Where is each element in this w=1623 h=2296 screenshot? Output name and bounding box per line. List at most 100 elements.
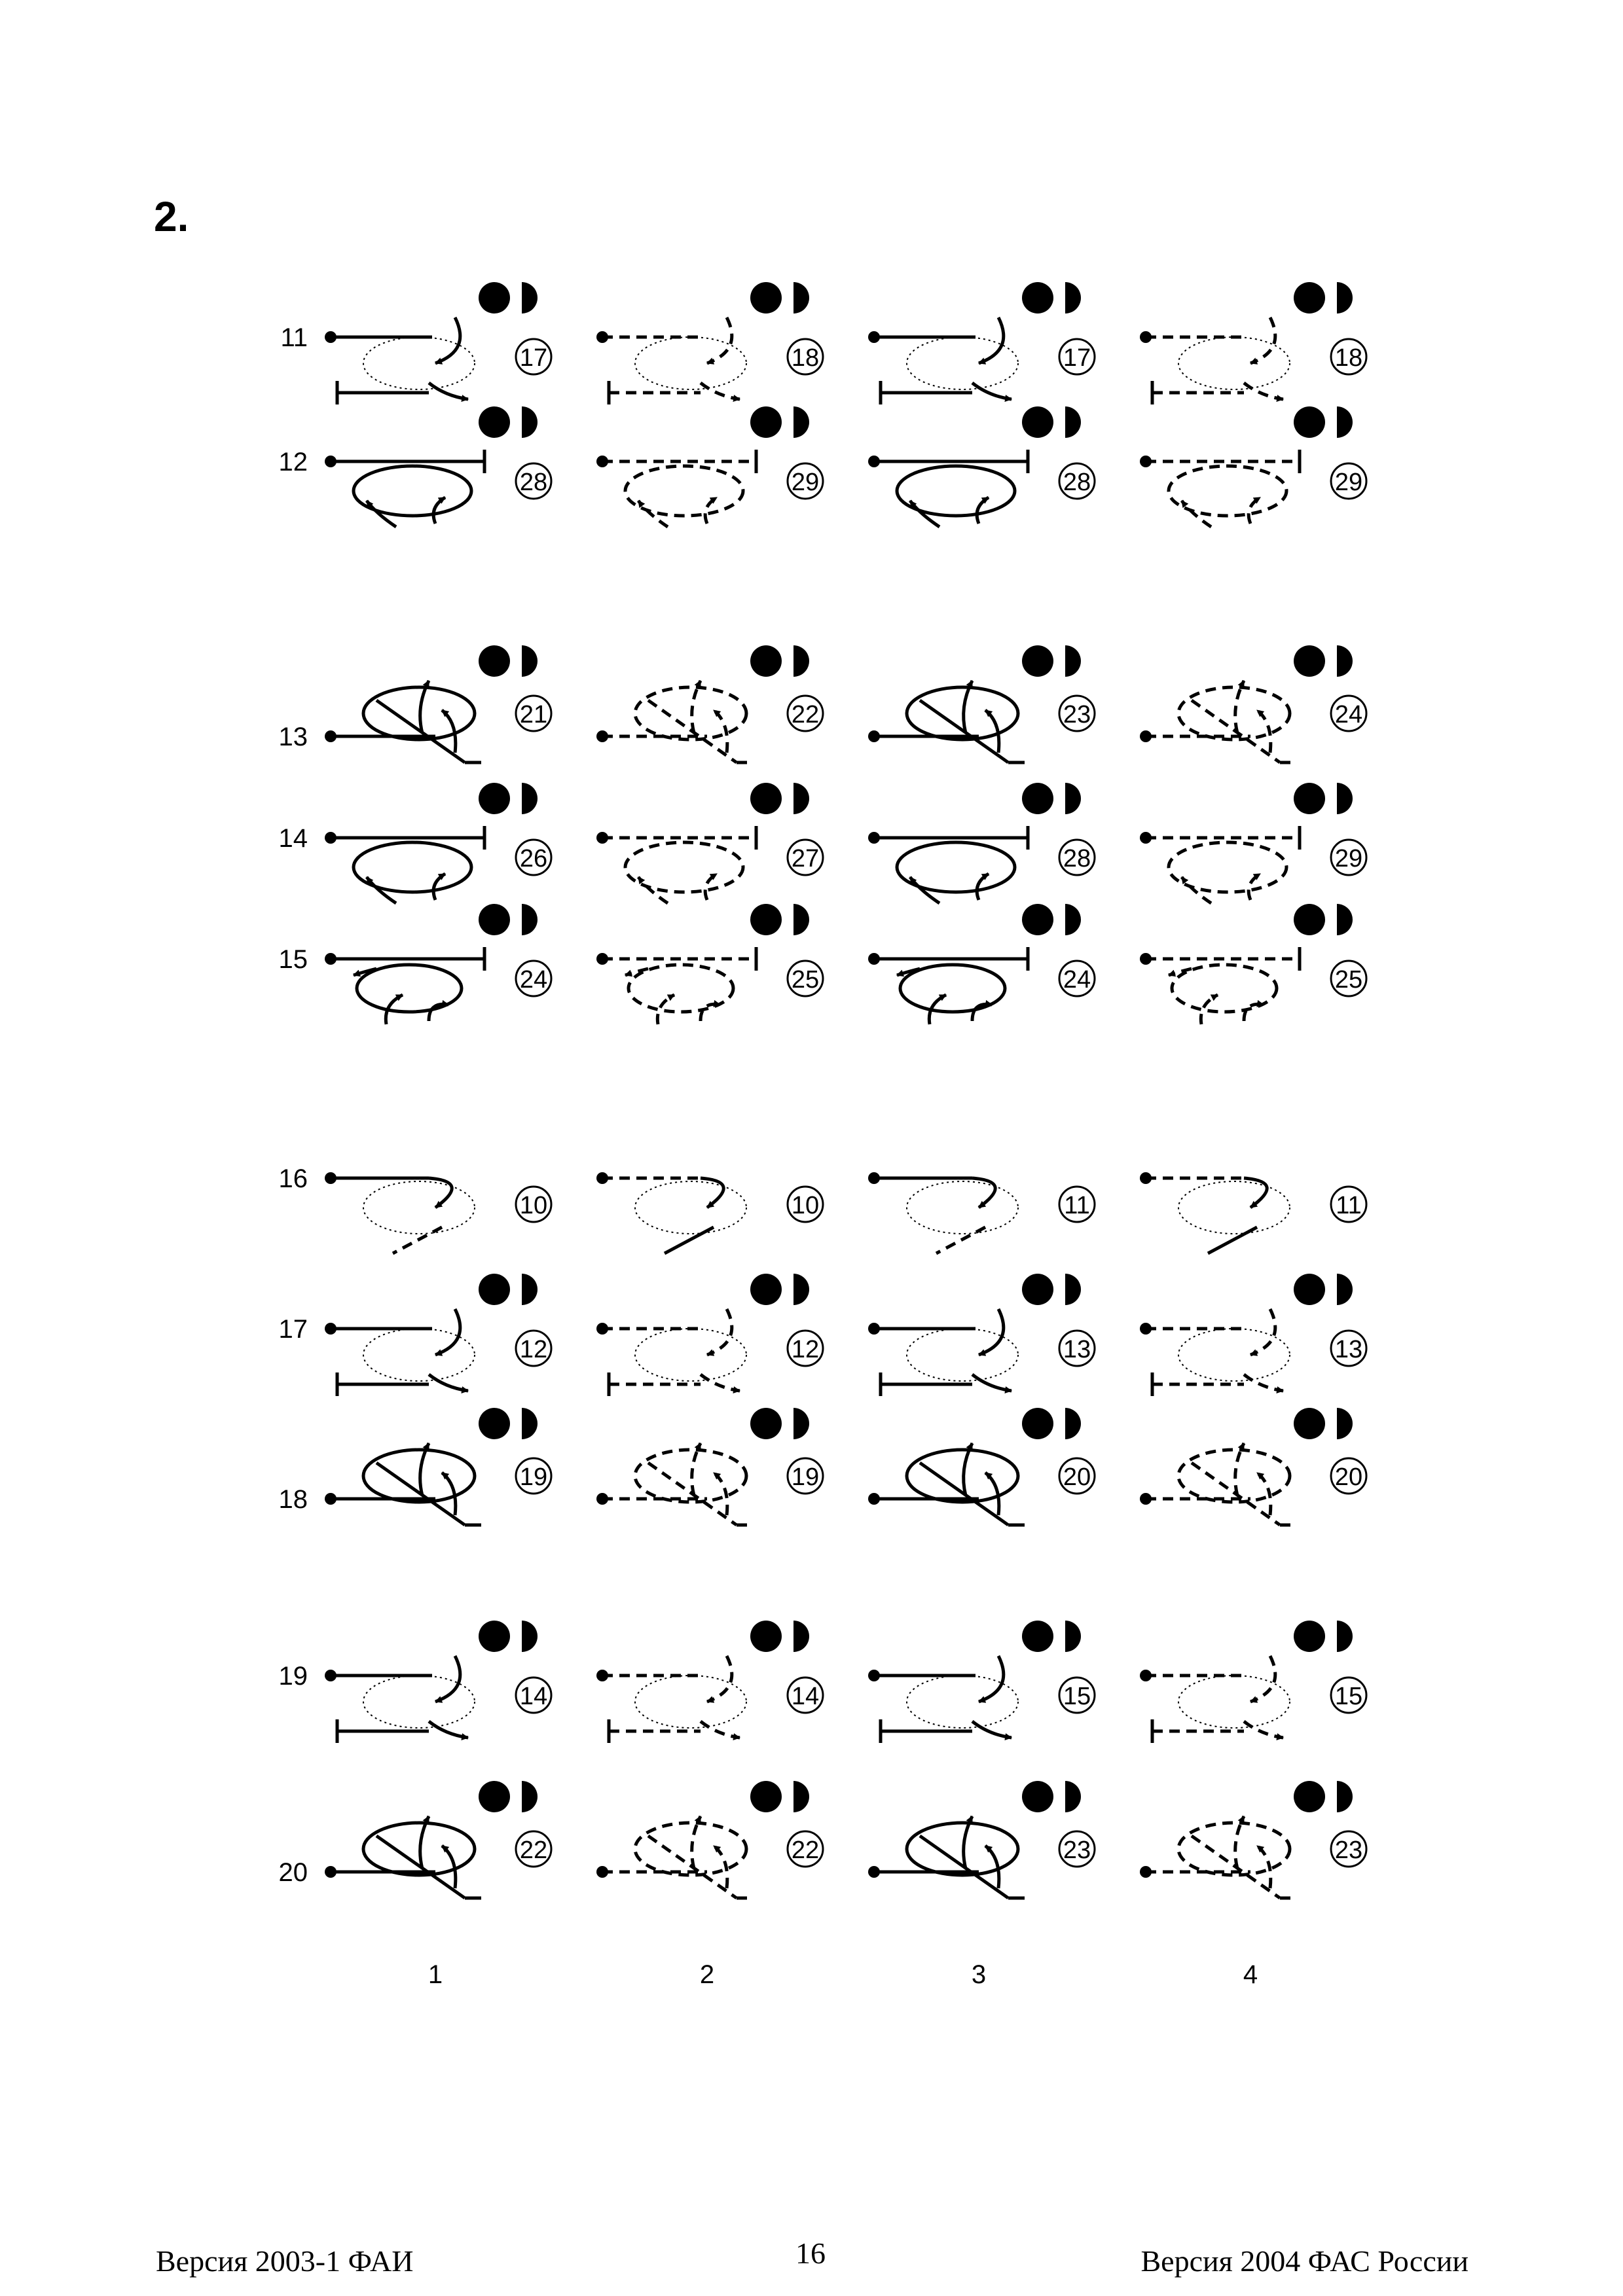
maneuver-cell: 10 xyxy=(325,1172,553,1255)
maneuver-cell: 26 xyxy=(325,783,553,905)
difficulty-value: 22 xyxy=(786,1830,824,1868)
position-symbol xyxy=(479,406,538,438)
svg-text:13: 13 xyxy=(1335,1336,1362,1363)
maneuver-diagram xyxy=(868,1308,1019,1396)
difficulty-value: 15 xyxy=(1330,1676,1368,1714)
row-label: 18 xyxy=(279,1485,308,1514)
svg-text:11: 11 xyxy=(1336,1192,1361,1219)
position-symbol xyxy=(479,1408,538,1439)
maneuver-diagram xyxy=(325,1442,481,1527)
maneuver-diagram xyxy=(325,679,481,764)
svg-text:13: 13 xyxy=(1063,1336,1091,1363)
position-symbol xyxy=(750,904,809,935)
maneuver-diagram xyxy=(325,1655,475,1743)
position-symbol xyxy=(1022,645,1081,677)
difficulty-value: 11 xyxy=(1058,1185,1096,1223)
difficulty-value: 20 xyxy=(1058,1457,1096,1495)
maneuver-cell: 12 xyxy=(596,1274,824,1396)
row-label: 20 xyxy=(279,1858,308,1887)
maneuver-cell: 10 xyxy=(596,1172,824,1255)
svg-text:21: 21 xyxy=(520,701,547,728)
maneuver-diagram xyxy=(1140,450,1302,529)
maneuver-cell: 15 xyxy=(868,1621,1096,1743)
maneuver-diagram xyxy=(596,1172,747,1255)
difficulty-value: 19 xyxy=(786,1457,824,1495)
maneuver-row: 18 19 19 20 20 xyxy=(279,1408,1368,1527)
maneuver-cell: 22 xyxy=(596,645,824,764)
maneuver-cell: 23 xyxy=(868,1781,1096,1900)
difficulty-value: 24 xyxy=(515,960,553,997)
position-symbol xyxy=(750,645,809,677)
difficulty-value: 24 xyxy=(1058,960,1096,997)
maneuver-cell: 14 xyxy=(596,1621,824,1743)
maneuver-diagram xyxy=(868,450,1030,529)
maneuver-cell: 29 xyxy=(1140,406,1368,529)
difficulty-value: 27 xyxy=(786,838,824,876)
svg-text:19: 19 xyxy=(520,1463,547,1491)
row-label: 16 xyxy=(279,1164,308,1193)
svg-text:14: 14 xyxy=(792,1683,819,1710)
position-symbol xyxy=(1294,1781,1353,1812)
position-symbol xyxy=(1294,406,1353,438)
maneuver-cell: 25 xyxy=(1140,904,1368,1025)
difficulty-value: 23 xyxy=(1058,694,1096,732)
position-symbol xyxy=(1022,1408,1081,1439)
difficulty-value: 22 xyxy=(515,1830,553,1868)
svg-text:10: 10 xyxy=(520,1192,547,1219)
row-label: 15 xyxy=(279,945,308,974)
difficulty-value: 28 xyxy=(1058,838,1096,876)
difficulty-value: 12 xyxy=(515,1329,553,1367)
maneuver-diagram xyxy=(1140,826,1302,905)
maneuver-diagram xyxy=(1140,1172,1290,1255)
maneuver-diagram xyxy=(325,450,486,529)
difficulty-value: 15 xyxy=(1058,1676,1096,1714)
maneuver-cell: 22 xyxy=(325,1781,553,1900)
footer-right-version: Версия 2004 ФАС России xyxy=(1141,2244,1469,2278)
position-symbol xyxy=(1022,1274,1081,1305)
maneuver-diagram xyxy=(325,316,475,404)
maneuver-cell: 25 xyxy=(596,904,824,1025)
position-symbol xyxy=(479,645,538,677)
difficulty-value: 13 xyxy=(1058,1329,1096,1367)
svg-text:25: 25 xyxy=(792,966,819,994)
maneuver-diagram xyxy=(868,1655,1019,1743)
column-label: 4 xyxy=(1243,1960,1258,1989)
svg-text:22: 22 xyxy=(792,701,819,728)
position-symbol xyxy=(750,1781,809,1812)
maneuver-diagram xyxy=(868,679,1025,764)
position-symbol xyxy=(1022,1621,1081,1652)
position-symbol xyxy=(1294,1621,1353,1652)
maneuver-cell: 22 xyxy=(596,1781,824,1900)
maneuver-cell: 28 xyxy=(325,406,553,529)
difficulty-value: 24 xyxy=(1330,694,1368,732)
svg-text:29: 29 xyxy=(792,469,819,496)
maneuver-cell: 13 xyxy=(868,1274,1096,1396)
svg-text:28: 28 xyxy=(520,469,547,496)
difficulty-value: 11 xyxy=(1330,1185,1368,1223)
svg-text:23: 23 xyxy=(1063,1837,1091,1864)
position-symbol xyxy=(1022,406,1081,438)
position-symbol xyxy=(1294,1274,1353,1305)
position-symbol xyxy=(479,282,538,314)
maneuver-diagram xyxy=(325,826,486,905)
row-label: 19 xyxy=(279,1662,308,1691)
maneuver-diagram xyxy=(1140,679,1296,764)
row-label: 12 xyxy=(279,448,308,476)
maneuver-diagram xyxy=(1140,1655,1290,1743)
maneuver-diagram xyxy=(868,947,1030,1025)
svg-text:29: 29 xyxy=(1335,845,1362,872)
maneuver-cell: 21 xyxy=(325,645,553,764)
maneuver-cell: 28 xyxy=(868,406,1096,529)
maneuver-diagram xyxy=(596,450,758,529)
svg-text:27: 27 xyxy=(792,845,819,872)
difficulty-value: 19 xyxy=(515,1457,553,1495)
difficulty-value: 17 xyxy=(1058,338,1096,376)
svg-text:20: 20 xyxy=(1335,1463,1362,1491)
svg-text:12: 12 xyxy=(520,1336,547,1363)
